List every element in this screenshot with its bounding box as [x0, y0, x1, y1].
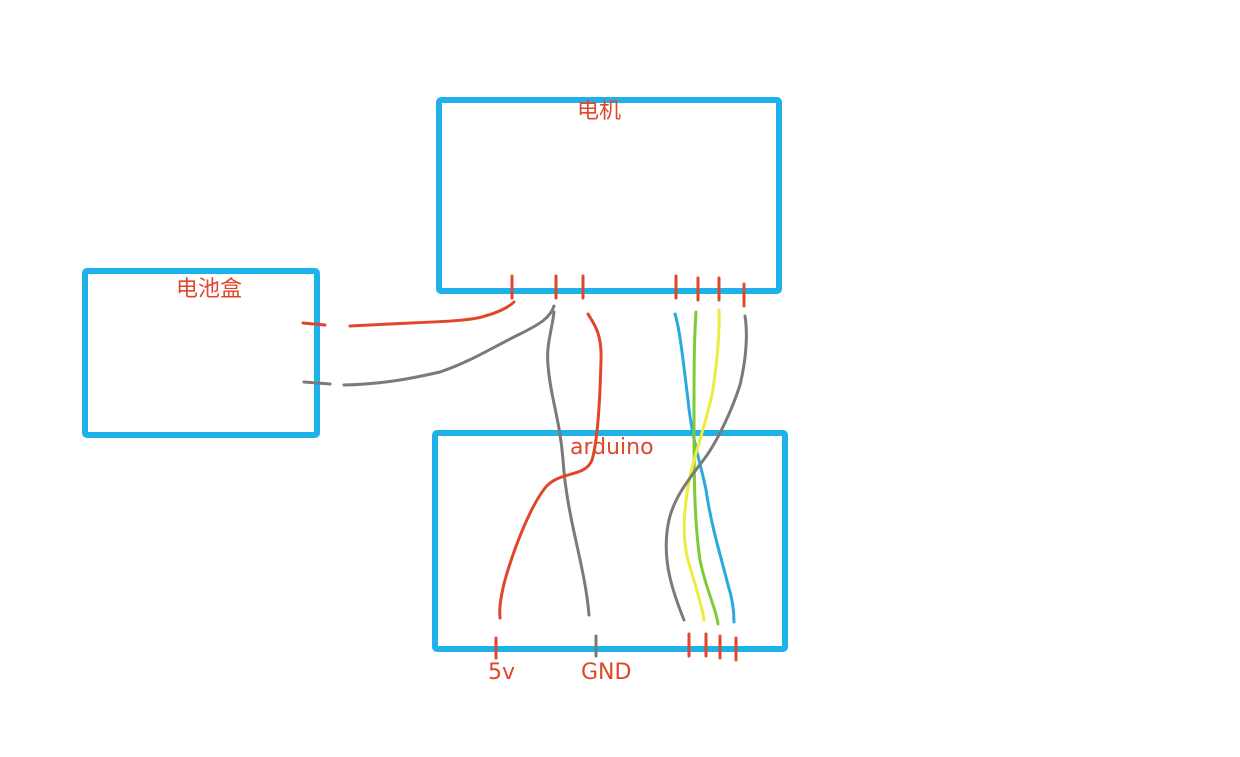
battery-red-stub [301, 321, 327, 327]
arduino-label: arduino [570, 435, 654, 460]
motor-pins [510, 274, 746, 308]
arduino-pins [494, 632, 738, 662]
yellow-wire [682, 308, 721, 622]
pin-gnd-label: GND [581, 660, 632, 685]
green-wire [692, 310, 720, 626]
pin-5v-label: 5v [488, 660, 516, 685]
battery-wires [301, 300, 556, 387]
motor-label: 电机 [577, 99, 622, 124]
blue-wire [673, 312, 736, 624]
arduino-box [432, 430, 788, 652]
battery-box [82, 268, 320, 438]
power-wires [498, 310, 603, 620]
gray-gnd-wire [546, 310, 591, 617]
battery-gray-wire [342, 304, 556, 387]
battery-red-wire [348, 300, 516, 328]
battery-gray-stub [302, 380, 332, 386]
battery-box-label: 电池盒 [176, 277, 243, 302]
red-5v-wire [498, 312, 603, 620]
gray-signal-wire [664, 314, 748, 622]
motor-box [436, 97, 782, 294]
signal-wires [664, 308, 748, 626]
